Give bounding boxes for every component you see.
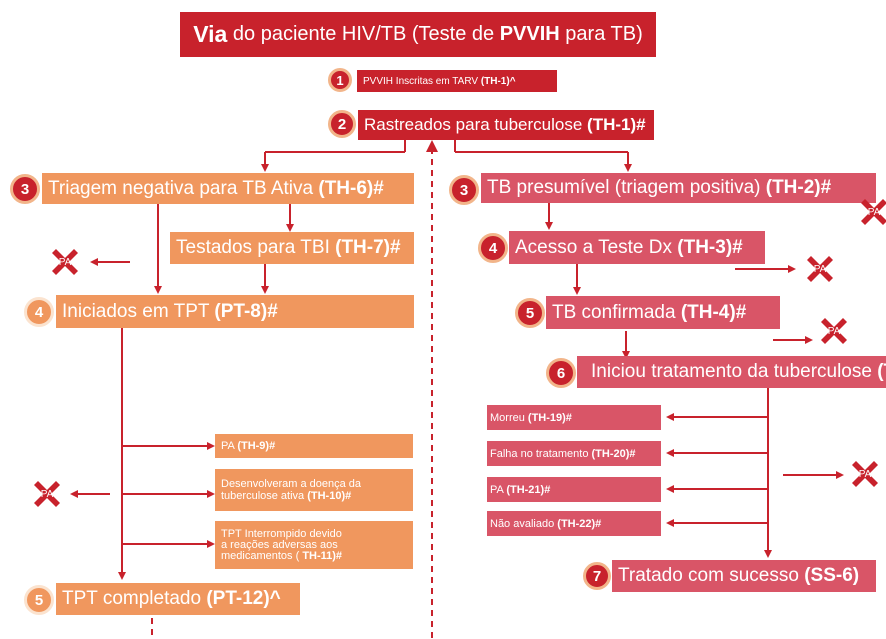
outcome-tpt-interrupted-code: TH-11)# xyxy=(302,549,343,562)
outcome-pa-th21: PA (TH-21)# xyxy=(487,477,661,502)
step-5-right-badge: 5 xyxy=(515,298,545,328)
step-6-right-box: Iniciou tratamento da tuberculose (TH-5) xyxy=(577,356,886,388)
step-5-left-code: (PT-12)^ xyxy=(206,588,281,609)
step-4-right-text: Acesso a Teste Dx xyxy=(515,236,678,258)
outcome-not-evaluated-text: Não avaliado xyxy=(490,517,558,530)
step-3-right-text: TB presumível (triagem positiva) xyxy=(487,177,766,198)
outcome-pa-th21-text: PA xyxy=(490,483,507,496)
step-4-right-box: Acesso a Teste Dx (TH-3)# xyxy=(509,231,765,264)
title-suffix: para TB) xyxy=(559,23,643,45)
step-3-left-text: Triagem negativa para TB Ativa xyxy=(48,177,319,199)
step-7-right-text: Tratado com sucesso xyxy=(618,565,805,586)
tbi-code: (TH-7)# xyxy=(335,237,401,258)
page-title: Via do paciente HIV/TB (Teste de PVVIH p… xyxy=(180,12,656,57)
pa-x-icon: PA xyxy=(30,477,64,511)
outcome-tpt-interrupted-line2: a reações adversas aos xyxy=(221,538,338,551)
outcome-not-evaluated: Não avaliado (TH-22)# xyxy=(487,511,661,536)
step-4-left-code: (PT-8)# xyxy=(214,300,278,322)
step-4-right-code: (TH-3)# xyxy=(677,236,743,258)
step-3-left-badge: 3 xyxy=(10,174,40,204)
outcome-tpt-interrupted-line3: medicamentos ( TH-11)# xyxy=(221,549,343,562)
step-5-left-text: TPT completado xyxy=(62,588,207,609)
step-1-box: PVVIH Inscritas em TARV (TH-1)^ xyxy=(357,70,557,92)
outcome-failure-text: Falha no tratamento xyxy=(490,447,592,460)
outcome-failure-code: (TH-20)# xyxy=(591,447,636,460)
step-5-right-code: (TH-4)# xyxy=(680,301,747,323)
outcome-active-tb-code: (TH-10)# xyxy=(307,490,352,502)
outcome-active-tb-line1: Desenvolveram a doença da xyxy=(221,478,362,490)
pa-x-icon: PA xyxy=(803,252,837,286)
step-7-right-badge: 7 xyxy=(583,562,611,590)
outcome-active-tb: Desenvolveram a doença da tuberculose at… xyxy=(215,469,413,511)
outcome-tpt-interrupted-line1: TPT Interrompido devido xyxy=(221,527,342,540)
outcome-tpt-interrupted: TPT Interrompido devido a reações advers… xyxy=(215,521,413,569)
tbi-text: Testados para TBI xyxy=(176,237,336,258)
step-6-right-badge: 6 xyxy=(546,358,576,388)
step-6-right-text: Iniciou tratamento da tuberculose xyxy=(591,361,878,382)
step-4-left-text: Iniciados em TPT xyxy=(62,300,215,322)
step-5-right-text: TB confirmada xyxy=(552,301,681,323)
outcome-pa-th21-code: (TH-21)# xyxy=(506,483,551,496)
pa-x-icon: PA xyxy=(857,195,886,229)
step-7-right-box: Tratado com sucesso (SS-6) xyxy=(612,560,876,592)
step-4-left-box: Iniciados em TPT (PT-8)# xyxy=(56,295,414,328)
step-6-right-code: (TH-5) xyxy=(877,361,886,382)
step-1-badge: 1 xyxy=(328,68,352,92)
step-1-code: (TH-1)^ xyxy=(480,75,516,87)
step-2-badge: 2 xyxy=(328,110,356,138)
outcome-not-evaluated-code: (TH-22)# xyxy=(557,517,602,530)
outcome-died-text: Morreu xyxy=(490,411,528,424)
step-3-left-code: (TH-6)# xyxy=(318,177,384,199)
step-2-text: Rastreados para tuberculose xyxy=(364,115,588,134)
title-bold-mid: PVVIH xyxy=(499,23,560,45)
title-middle: do paciente HIV/TB (Teste de xyxy=(227,23,500,45)
step-5-right-box: TB confirmada (TH-4)# xyxy=(546,296,780,329)
pa-x-icon: PA xyxy=(848,457,882,491)
step-3-right-badge: 3 xyxy=(449,175,479,205)
step-4-left-badge: 4 xyxy=(24,297,54,327)
outcome-pa-th9-code: (TH-9)# xyxy=(237,440,276,452)
title-bold-prefix: Via xyxy=(193,21,228,47)
pa-x-icon: PA xyxy=(48,245,82,279)
step-3-left-box: Triagem negativa para TB Ativa (TH-6)# xyxy=(42,173,414,204)
step-5-left-badge: 5 xyxy=(24,585,54,615)
outcome-pa-th9-text: PA xyxy=(221,440,238,452)
tbi-box: Testados para TBI (TH-7)# xyxy=(170,232,414,264)
step-4-right-badge: 4 xyxy=(478,233,508,263)
step-2-box: Rastreados para tuberculose (TH-1)# xyxy=(358,110,654,140)
outcome-pa-th9: PA (TH-9)# xyxy=(215,434,413,458)
pa-x-icon: PA xyxy=(817,314,851,348)
outcome-active-tb-line2: tuberculose ativa (TH-10)# xyxy=(221,490,352,502)
step-5-left-box: TPT completado (PT-12)^ xyxy=(56,583,300,615)
outcome-died-code: (TH-19)# xyxy=(527,411,572,424)
step-3-right-box: TB presumível (triagem positiva) (TH-2)# xyxy=(481,173,876,203)
step-7-right-code: (SS-6) xyxy=(804,565,860,586)
step-3-right-code: (TH-2)# xyxy=(765,177,832,198)
step-1-text: PVVIH Inscritas em TARV xyxy=(363,75,481,87)
outcome-failure: Falha no tratamento (TH-20)# xyxy=(487,441,661,466)
step-2-code: (TH-1)# xyxy=(587,115,646,134)
outcome-died: Morreu (TH-19)# xyxy=(487,405,661,430)
